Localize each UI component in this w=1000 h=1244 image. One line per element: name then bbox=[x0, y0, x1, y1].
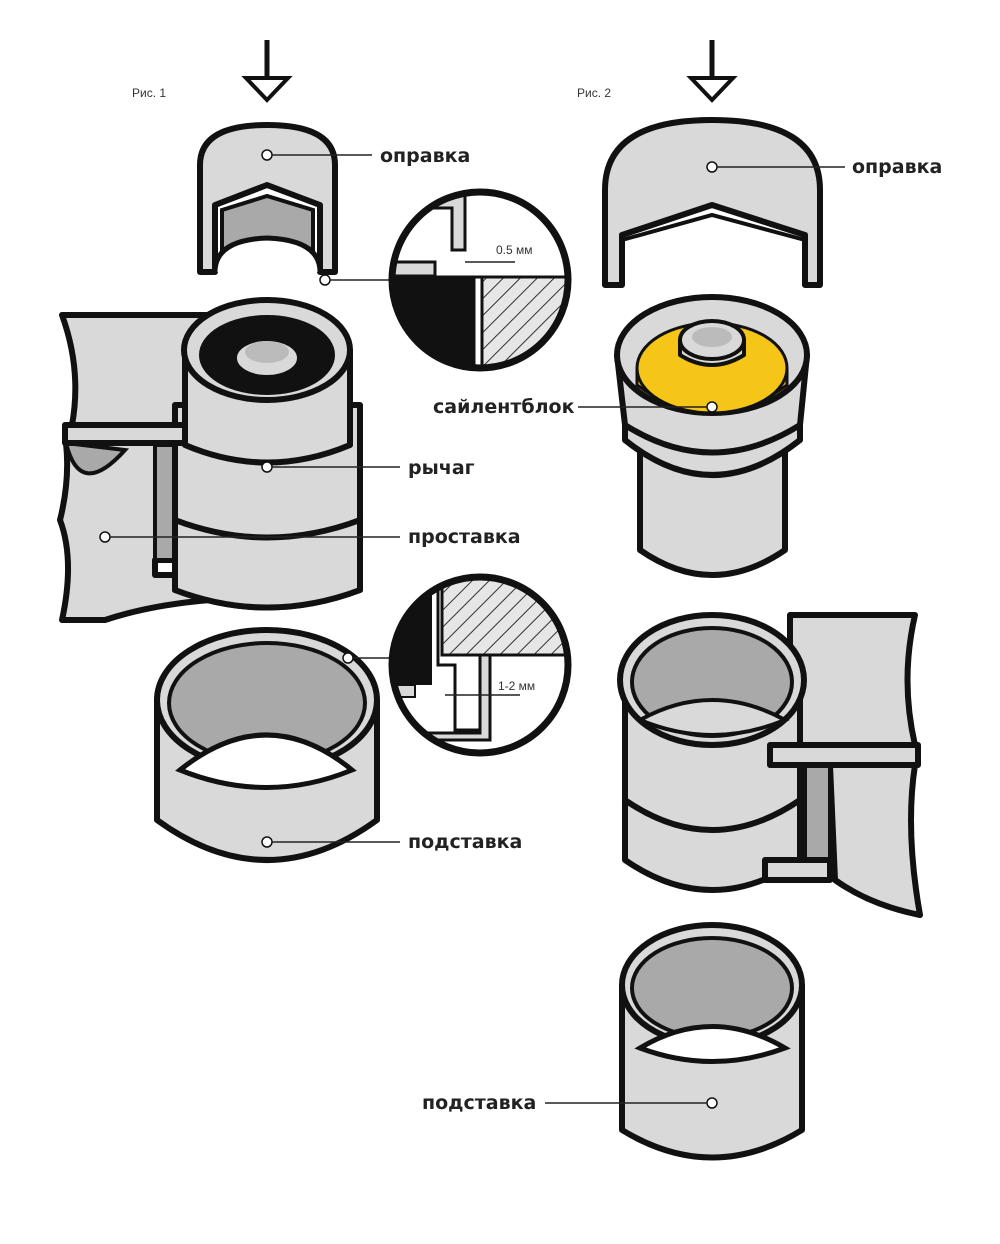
lever-1 bbox=[57, 297, 363, 623]
label-stand-1: подставка bbox=[408, 831, 522, 853]
mandrel-1 bbox=[197, 122, 338, 275]
label-spacer: проставка bbox=[408, 526, 521, 548]
stand-2-marker bbox=[706, 1097, 718, 1109]
lever-1-marker bbox=[261, 461, 273, 473]
figure-1: Рис. 1 оправка bbox=[57, 40, 572, 863]
press-arrow-icon bbox=[241, 40, 293, 103]
figure-2-caption: Рис. 2 bbox=[577, 86, 611, 100]
detail-view-gap: 0.5 мм bbox=[388, 188, 572, 372]
stand-1 bbox=[154, 627, 380, 863]
press-arrow-icon bbox=[686, 40, 738, 103]
mandrel-2-marker bbox=[706, 161, 718, 173]
label-lever: рычаг bbox=[408, 457, 475, 479]
lever-with-bushing bbox=[614, 294, 810, 578]
detail-2-marker bbox=[342, 652, 354, 664]
stand-1-marker bbox=[261, 836, 273, 848]
detail-view-clearance: 1-2 мм bbox=[388, 573, 572, 757]
gap-1-2mm-label: 1-2 мм bbox=[498, 679, 535, 693]
figure-2: Рис. 2 оправка сайлентблок bbox=[422, 40, 942, 1161]
mandrel-2 bbox=[602, 117, 823, 288]
mandrel-1-marker bbox=[261, 149, 273, 161]
gap-0-5mm-label: 0.5 мм bbox=[496, 243, 533, 257]
label-stand-2: подставка bbox=[422, 1092, 536, 1114]
label-mandrel-2: оправка bbox=[852, 156, 942, 178]
figure-1-caption: Рис. 1 bbox=[132, 86, 166, 100]
label-mandrel-1: оправка bbox=[380, 145, 470, 167]
detail-1-marker bbox=[319, 274, 331, 286]
label-bushing: сайлентблок bbox=[433, 396, 575, 418]
bushing-marker bbox=[706, 401, 718, 413]
stand-2 bbox=[619, 922, 805, 1161]
lever-2 bbox=[617, 612, 923, 918]
spacer-marker bbox=[99, 531, 111, 543]
